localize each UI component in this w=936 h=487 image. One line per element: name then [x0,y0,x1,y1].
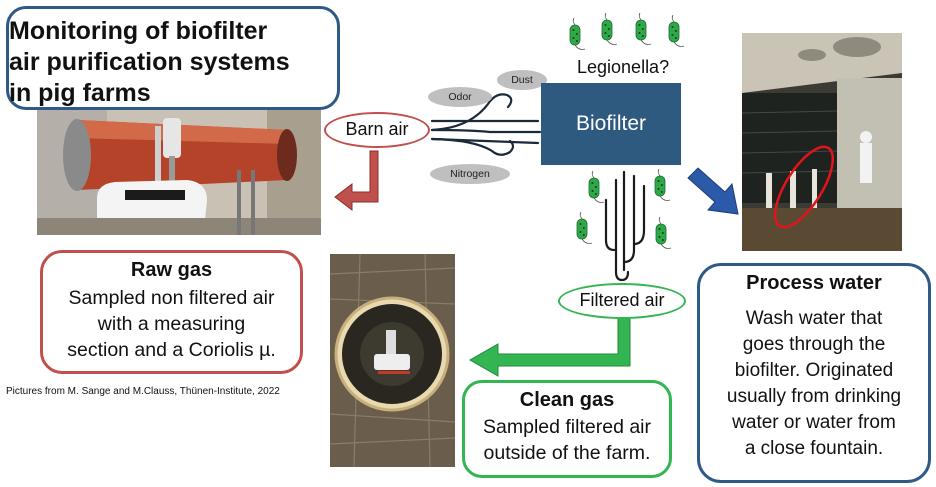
process-water-line-1: Wash water that [745,308,883,329]
bacterium-icon [569,17,586,50]
bacterium-icon [654,168,671,201]
biofilter-box: Biofilter [541,83,681,165]
odor-label: Odor [428,87,492,107]
title-line-2: air purification systems [9,48,290,76]
legionella-label: Legionella? [577,57,670,77]
clean-gas-line-1: Sampled filtered air [483,416,651,438]
raw-gas-photo [37,110,321,235]
bacterium-icon [576,211,593,244]
title-box: Monitoring of biofilter air purification… [6,6,340,110]
title-line-3: in pig farms [9,79,151,107]
process-water-box: Process water Wash water that goes throu… [697,263,931,483]
raw-gas-line-2: with a measuring [97,313,246,335]
clean-gas-box: Clean gas Sampled filtered air outside o… [462,380,672,478]
process-water-line-6: a close fountain. [744,438,884,459]
barn-air-label: Barn air [324,112,430,148]
raw-gas-text: Sampled non filtered air with a measurin… [43,285,300,363]
clean-gas-text: Sampled filtered air outside of the farm… [465,414,669,466]
bacterium-icon [601,12,618,45]
title-line-1: Monitoring of biofilter [9,17,268,45]
bacterium-icon [668,14,685,47]
raw-gas-line-1: Sampled non filtered air [68,287,275,309]
raw-gas-line-3: section and a Coriolis µ. [67,339,276,361]
process-water-heading: Process water [746,272,882,294]
process-water-text: Wash water that goes through the biofilt… [700,306,928,462]
photo-credit: Pictures from M. Sange and M.Clauss, Thü… [6,386,280,397]
bacterium-icon [635,12,652,45]
process-water-photo [742,33,902,251]
dust-label: Dust [497,70,547,90]
bacterium-icon [588,170,605,203]
bacterium-icon [655,216,672,249]
process-water-line-5: water or water from [732,412,896,433]
process-water-line-2: goes through the [742,334,886,355]
nitrogen-label: Nitrogen [430,164,510,184]
process-water-line-4: usually from drinking [726,386,902,407]
clean-gas-photo [330,254,455,467]
filtered-air-label: Filtered air [558,283,686,319]
raw-gas-box: Raw gas Sampled non filtered air with a … [40,250,303,374]
clean-gas-line-2: outside of the farm. [483,442,651,464]
clean-gas-heading: Clean gas [519,389,615,411]
process-water-line-3: biofilter. Originated [734,360,894,381]
raw-gas-heading: Raw gas [130,259,213,281]
